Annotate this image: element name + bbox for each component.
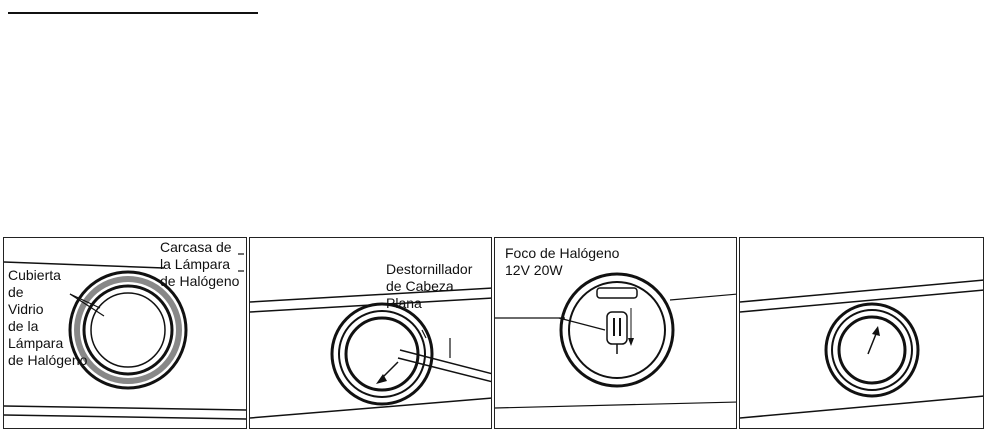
header-rule <box>8 12 258 14</box>
counter-edge-line-2 <box>4 414 246 420</box>
housing-label-line-2: la Lámpara <box>160 256 231 272</box>
counter-edge-line <box>495 401 736 409</box>
screwdriver-pointer-2 <box>421 329 427 339</box>
step-3-panel: Foco de Halógeno 12V 20W <box>494 237 737 429</box>
down-arrow-head <box>628 338 634 346</box>
step-2-illustration <box>250 287 491 419</box>
cover-label-line-5: Lámpara <box>8 335 64 351</box>
rotation-arrow-head <box>376 374 387 384</box>
screwdriver-label-line-2: de Cabeza <box>386 278 454 294</box>
cover-label-line-6: de Halógeno <box>8 352 88 368</box>
cover-label-line-4: de la <box>8 318 39 334</box>
lamp-housing-outer <box>68 270 188 390</box>
lamp-housing-bezel <box>338 310 426 398</box>
screwdriver-label-line-3: Plana <box>386 295 422 311</box>
rotation-arrow <box>381 361 399 379</box>
bulb-label-line-2: 12V 20W <box>505 262 563 278</box>
lamp-housing-outer <box>824 302 920 398</box>
lamp-housing-outer <box>330 302 434 406</box>
step-4-illustration <box>740 279 983 419</box>
wall-edge-line-2 <box>740 289 983 313</box>
housing-label-line-3: de Halógeno <box>160 273 240 289</box>
screwdriver-label-line-1: Destornillador <box>386 261 473 277</box>
lamp-housing-outer <box>559 272 675 388</box>
cover-label-line-1: Cubierta <box>8 267 61 283</box>
lamp-housing-inner <box>568 281 666 379</box>
counter-edge-line <box>740 395 983 419</box>
cover-pointer-line <box>69 293 105 317</box>
lamp-housing-bezel <box>831 309 913 391</box>
step-1-illustration <box>4 253 246 420</box>
counter-edge-line <box>250 397 491 419</box>
step-3-illustration <box>495 272 736 409</box>
step-1-panel: Carcasa de la Lámpara de Halógeno Cubier… <box>3 237 247 429</box>
glass-cover-ring <box>82 284 174 376</box>
screwdriver-shaft-bottom <box>397 357 491 383</box>
housing-label-line-1: Carcasa de <box>160 239 232 255</box>
bulb-label-line-1: Foco de Halógeno <box>505 245 620 261</box>
screwdriver-shaft-top <box>399 349 491 375</box>
rotation-arrow <box>867 333 877 355</box>
bulb-socket-clip <box>596 287 638 299</box>
cover-label-line-3: Vidrio <box>8 301 44 317</box>
glass-cover-ring <box>837 315 907 385</box>
wall-edge-line <box>4 261 165 269</box>
bulb-pointer-line <box>558 317 606 331</box>
counter-edge-line <box>4 405 246 411</box>
wall-edge-line <box>250 287 491 303</box>
lamp-housing-bezel <box>74 276 182 384</box>
halogen-bulb <box>606 311 628 345</box>
cover-label-line-2: de <box>8 284 24 300</box>
step-2-panel: Destornillador de Cabeza Plana <box>249 237 492 429</box>
rotation-arrow-head <box>872 326 880 336</box>
glass-cover-inner <box>90 292 166 368</box>
wall-edge-line-2 <box>669 293 736 301</box>
wall-edge-line <box>740 279 983 303</box>
cover-pointer-line-2 <box>69 293 101 309</box>
step-4-panel <box>739 237 984 429</box>
